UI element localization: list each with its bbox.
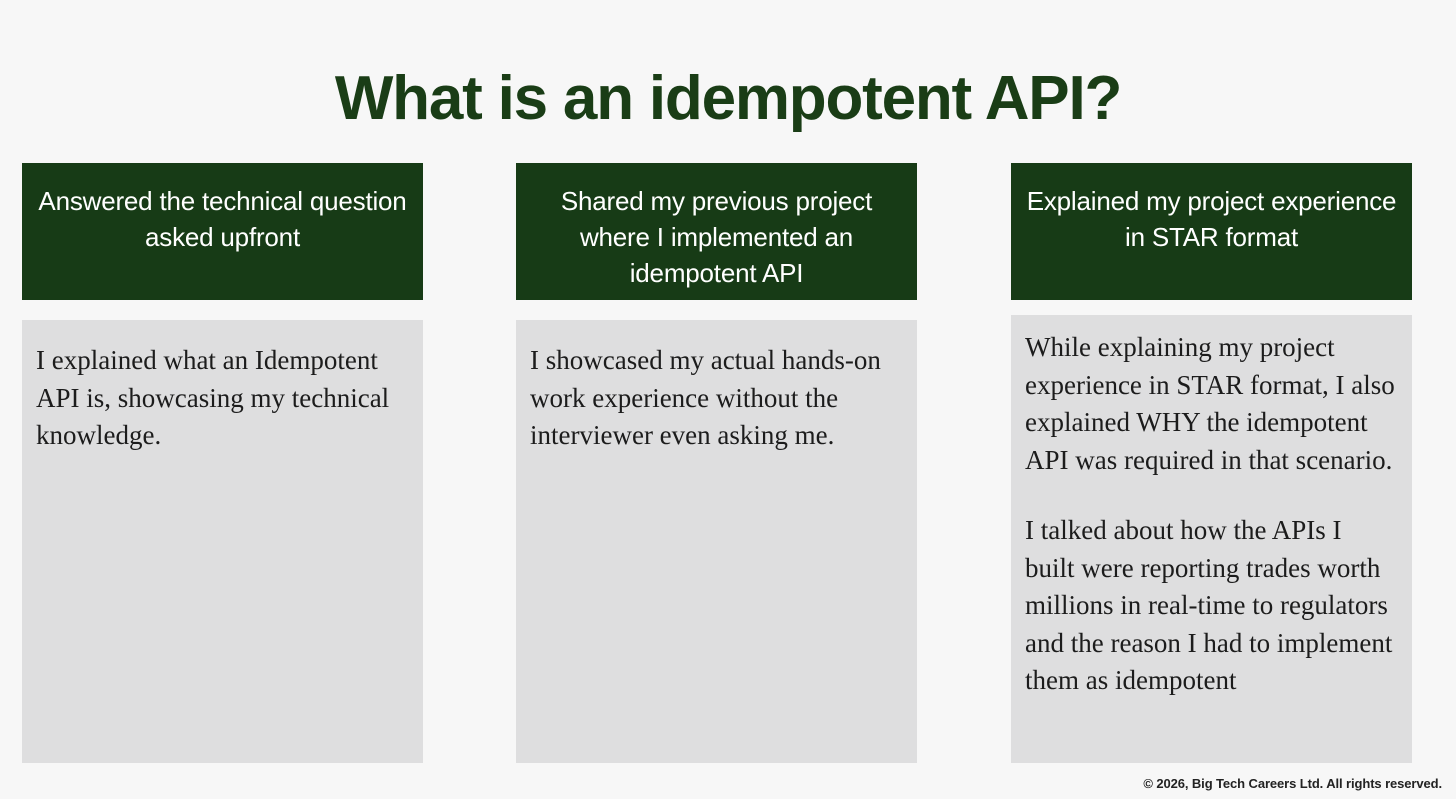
column-3-paragraph-2: I talked about how the APIs I built were… [1025,515,1393,695]
column-2-header-box: Shared my previous project where I imple… [516,163,917,300]
column-2-paragraph-1: I showcased my actual hands-on work expe… [530,345,881,450]
page-title: What is an idempotent API? [334,63,1123,133]
column-2: Shared my previous project where I imple… [516,163,917,763]
column-3-paragraph-1: While explaining my project experience i… [1025,332,1395,475]
column-1-header-text: Answered the technical question asked up… [38,186,407,252]
column-3: Explained my project experience in STAR … [1011,163,1412,763]
column-1-paragraph-1: I explained what an Idempotent API is, s… [36,345,390,450]
footer-copyright: © 2026, Big Tech Careers Ltd. All rights… [1143,776,1442,791]
column-3-header-text: Explained my project experience in STAR … [1026,186,1397,252]
column-2-body-panel: I showcased my actual hands-on work expe… [516,320,917,763]
column-1-body-panel: I explained what an Idempotent API is, s… [22,320,423,763]
column-1: Answered the technical question asked up… [22,163,423,763]
column-2-header-text: Shared my previous project where I imple… [560,186,873,288]
column-3-header-box: Explained my project experience in STAR … [1011,163,1412,300]
column-3-body-panel: While explaining my project experience i… [1011,315,1412,763]
column-1-header-box: Answered the technical question asked up… [22,163,423,300]
